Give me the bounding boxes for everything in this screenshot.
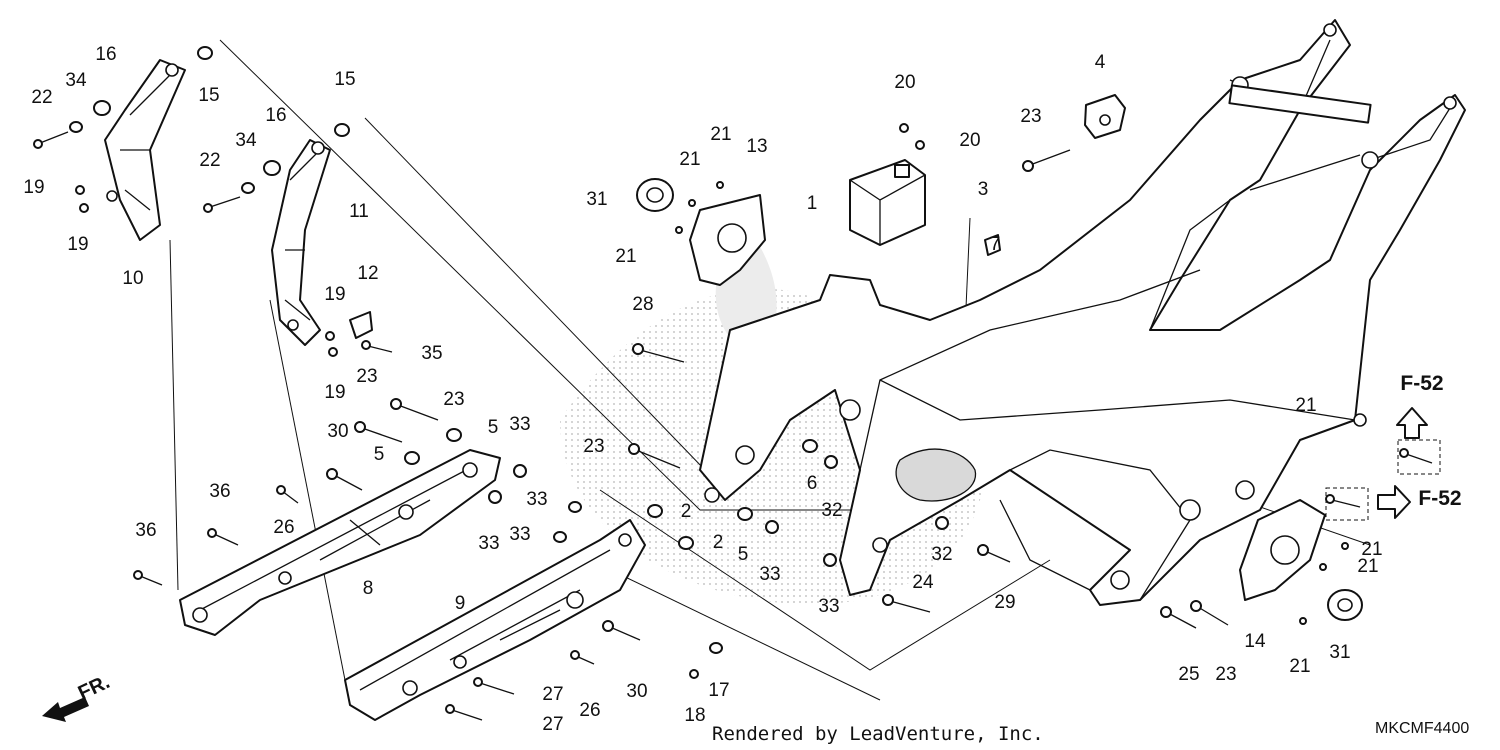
part-callout-34: 34	[235, 130, 257, 151]
part-callout-32: 32	[931, 544, 952, 565]
part-callout-34: 34	[65, 70, 87, 91]
f52-arrow-up	[1396, 407, 1428, 439]
part-callout-33: 33	[759, 564, 780, 585]
part-callout-36: 36	[209, 481, 230, 502]
part-9-member	[344, 519, 646, 721]
part-callout-23: 23	[443, 389, 464, 410]
part-callout-10: 10	[122, 268, 143, 289]
part-callout-23: 23	[356, 366, 377, 387]
part-31-ring-upper	[636, 178, 674, 212]
part-callout-32: 32	[821, 500, 842, 521]
part-callout-19: 19	[23, 177, 44, 198]
part-callout-19: 19	[324, 284, 345, 305]
render-credit: Rendered by LeadVenture, Inc.	[712, 723, 1044, 745]
part-callout-23: 23	[583, 436, 604, 457]
diagram-code: MKCMF4400	[1375, 720, 1469, 737]
part-callout-21: 21	[615, 246, 636, 267]
part-callout-5: 5	[738, 544, 749, 565]
part-callout-21: 21	[1289, 656, 1310, 677]
part-callout-7: 7	[990, 234, 1001, 255]
part-callout-35: 35	[421, 343, 442, 364]
part-callout-11: 11	[349, 201, 369, 222]
part-callout-19: 19	[67, 234, 88, 255]
part-callout-15: 15	[334, 69, 355, 90]
part-callout-26: 26	[273, 517, 294, 538]
part-callout-17: 17	[708, 680, 729, 701]
part-10-bracket	[104, 59, 186, 241]
figure-reference: F-52	[1418, 487, 1461, 510]
part-callout-33: 33	[478, 533, 499, 554]
part-callout-27: 27	[542, 714, 563, 735]
part-callout-25: 25	[1178, 664, 1199, 685]
part-callout-20: 20	[959, 130, 980, 151]
part-11-bracket	[271, 139, 331, 346]
part-callout-23: 23	[1215, 664, 1236, 685]
fasteners	[33, 46, 1433, 721]
part-callout-22: 22	[199, 150, 220, 171]
cross-reference-labels: F-52F-52	[1400, 372, 1461, 510]
part-1-module	[849, 159, 926, 246]
part-callout-30: 30	[327, 421, 348, 442]
part-callout-12: 12	[357, 263, 378, 284]
part-callout-14: 14	[1244, 631, 1266, 652]
part-callout-30: 30	[626, 681, 647, 702]
part-callout-21: 21	[1357, 556, 1378, 577]
part-callout-33: 33	[509, 414, 530, 435]
part-4-clamp	[1084, 94, 1126, 139]
part-callout-3: 3	[978, 179, 989, 200]
main-frame	[699, 19, 1466, 606]
part-callout-18: 18	[684, 705, 705, 726]
part-callout-13: 13	[746, 136, 767, 157]
part-callout-21: 21	[1361, 539, 1382, 560]
figure-reference: F-52	[1400, 372, 1443, 395]
part-13-plate	[689, 194, 766, 286]
part-callout-2: 2	[713, 532, 724, 553]
part-callout-21: 21	[1295, 395, 1316, 416]
part-callout-36: 36	[135, 520, 156, 541]
part-callout-21: 21	[679, 149, 700, 170]
part-callout-16: 16	[265, 105, 286, 126]
part-callout-29: 29	[994, 592, 1015, 613]
part-callout-31: 31	[1329, 642, 1350, 663]
part-callout-6: 6	[807, 473, 818, 494]
part-31-ring-lower	[1327, 589, 1363, 621]
f52-arrow-right	[1377, 485, 1411, 519]
part-callout-19: 19	[324, 382, 345, 403]
part-callout-27: 27	[542, 684, 563, 705]
part-callout-5: 5	[488, 417, 499, 438]
part-callout-24: 24	[912, 572, 934, 593]
part-callout-21: 21	[710, 124, 731, 145]
part-14-plate	[1239, 499, 1326, 601]
front-direction-arrow	[42, 697, 89, 722]
part-callout-22: 22	[31, 87, 52, 108]
part-callout-33: 33	[818, 596, 839, 617]
part-callout-8: 8	[363, 578, 374, 599]
part-callout-23: 23	[1020, 106, 1041, 127]
part-callout-28: 28	[632, 294, 653, 315]
part-callout-15: 15	[198, 85, 219, 106]
part-callout-1: 1	[807, 193, 818, 214]
part-8-member	[179, 449, 501, 636]
part-callout-2: 2	[681, 501, 692, 522]
part-callout-26: 26	[579, 700, 600, 721]
part-callout-5: 5	[374, 444, 385, 465]
part-callout-9: 9	[455, 593, 466, 614]
part-callout-33: 33	[526, 489, 547, 510]
part-callout-16: 16	[95, 44, 116, 65]
part-callout-4: 4	[1095, 52, 1106, 73]
part-callout-33: 33	[509, 524, 530, 545]
part-callout-20: 20	[894, 72, 915, 93]
part-callout-31: 31	[586, 189, 607, 210]
